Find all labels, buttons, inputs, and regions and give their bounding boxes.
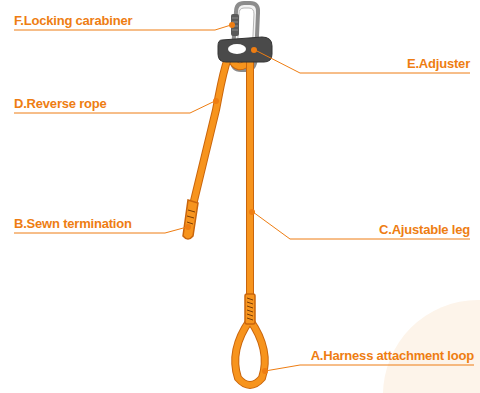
background-blob <box>383 300 480 393</box>
part-label: B.Sewn termination <box>14 216 132 231</box>
part-label: D.Reverse rope <box>14 96 107 111</box>
adjuster <box>218 37 272 62</box>
leader-dots <box>185 22 268 374</box>
part-label: F.Locking carabiner <box>14 13 132 28</box>
leader-lines <box>14 25 474 371</box>
part-label: A.Harness attachment loop <box>311 348 474 363</box>
sewn-section <box>245 294 255 324</box>
part-label: C.Ajustable leg <box>379 222 470 237</box>
sewn-termination <box>183 200 198 239</box>
part-label: E.Adjuster <box>407 56 470 71</box>
